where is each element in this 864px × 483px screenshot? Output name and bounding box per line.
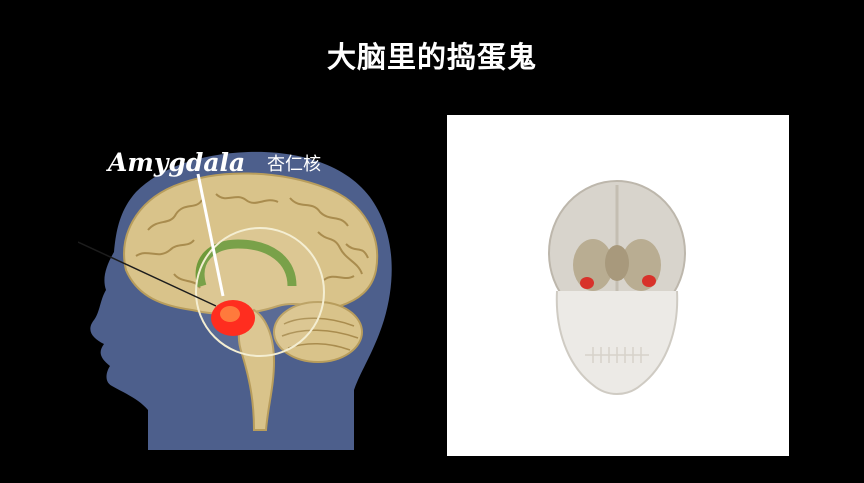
skull-face [555, 290, 679, 395]
slide-title: 大脑里的捣蛋鬼 [326, 40, 537, 74]
amygdala-chinese-label: 杏仁核 [267, 154, 321, 175]
amygdala-right-dot [642, 275, 656, 287]
amygdala-glow [220, 306, 240, 322]
skull-render-panel [447, 115, 789, 456]
amygdala-latin-label: Amygdala [108, 148, 246, 177]
teeth [585, 347, 649, 363]
skull-render-svg [548, 180, 686, 395]
diagonal-line [78, 241, 217, 307]
amygdala-pointer [196, 173, 225, 297]
brainstem [237, 308, 276, 431]
inner-structure-left [573, 239, 613, 291]
brain-sagittal-illustration [78, 140, 408, 455]
brain-sagittal-svg [78, 151, 392, 450]
highlight-circle [195, 227, 325, 357]
amygdala-left-dot [580, 277, 594, 289]
inner-structure-center [605, 245, 629, 281]
